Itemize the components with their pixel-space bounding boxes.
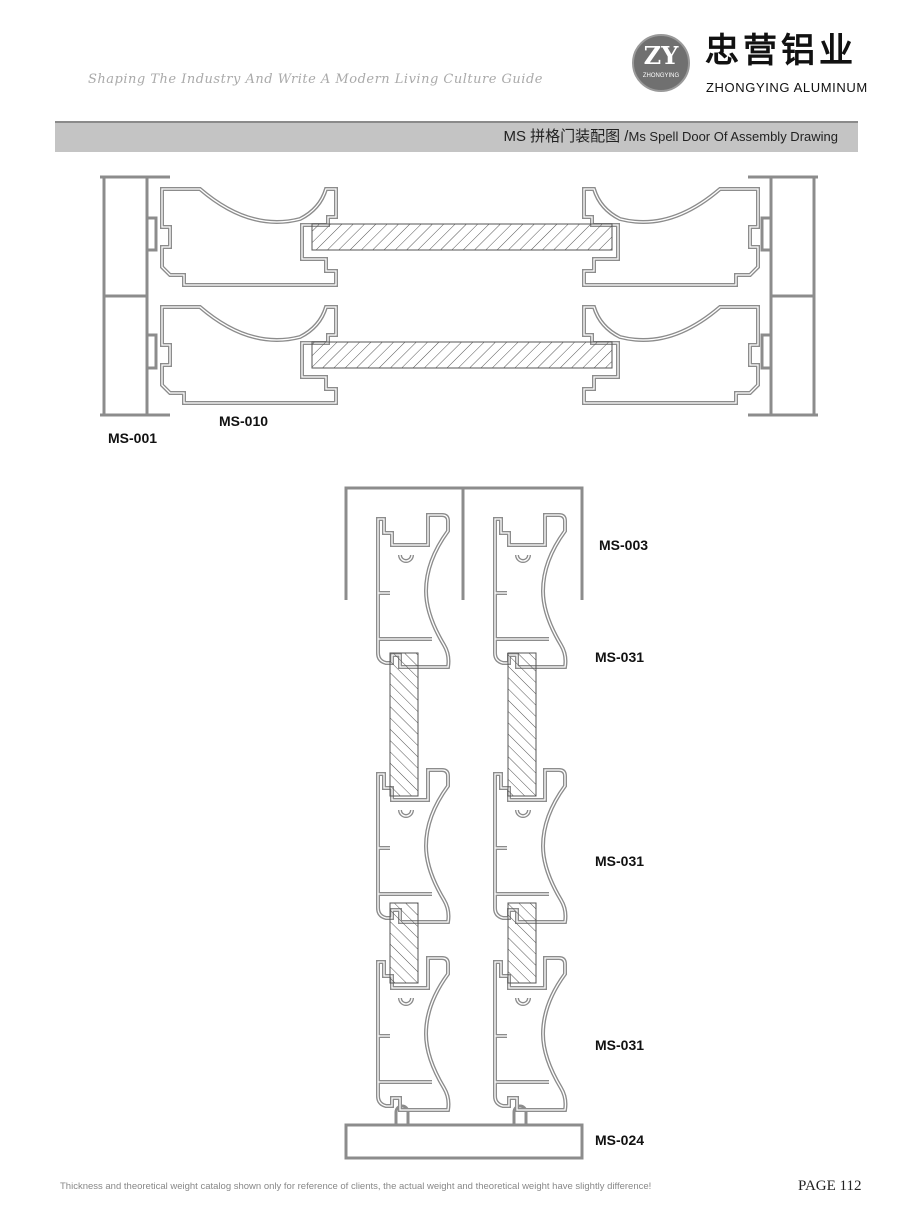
profile-ms010-left-upper <box>162 189 336 285</box>
profile-ms010-left-lower <box>162 307 336 403</box>
glass-col1-lower <box>389 902 419 984</box>
label-ms031-c: MS-031 <box>595 1037 645 1053</box>
logo-sub: ZHONGYING <box>642 73 680 79</box>
glass-upper <box>311 223 613 251</box>
brand-name-en: ZHONGYING ALUMINUM <box>706 80 868 95</box>
mullion-right <box>748 175 818 417</box>
label-ms031-a: MS-031 <box>595 649 645 665</box>
label-ms031-b: MS-031 <box>595 853 645 869</box>
profile-ms031-1a <box>378 515 449 667</box>
glass-col2-lower <box>507 902 537 984</box>
glass-col1-upper <box>389 652 419 797</box>
label-ms010: MS-010 <box>219 413 269 429</box>
title-cn: MS 拼格门装配图 / <box>503 128 629 145</box>
glass-lower <box>311 341 613 369</box>
label-ms001: MS-001 <box>108 430 158 446</box>
slogan: Shaping The Industry And Write A Modern … <box>88 72 543 87</box>
title-en: Ms Spell Door Of Assembly Drawing <box>628 129 838 144</box>
sill-ms024 <box>344 1123 584 1160</box>
footer-note: Thickness and theoretical weight catalog… <box>60 1181 652 1192</box>
glass-col2-upper <box>507 652 537 797</box>
title-bar <box>55 121 858 152</box>
label-ms003: MS-003 <box>599 537 649 553</box>
logo: ZY ZHONGYING <box>632 34 690 92</box>
brand-name-cn: 忠营铝业 <box>705 32 857 70</box>
logo-mark: ZY <box>643 41 679 70</box>
page-number: PAGE 112 <box>798 1178 862 1194</box>
label-ms024: MS-024 <box>595 1132 645 1148</box>
page-title: MS 拼格门装配图 /Ms Spell Door Of Assembly Dra… <box>503 128 838 146</box>
profile-ms031-1b <box>495 515 566 667</box>
mullion-left <box>100 175 170 417</box>
horizontal-section <box>100 175 818 417</box>
